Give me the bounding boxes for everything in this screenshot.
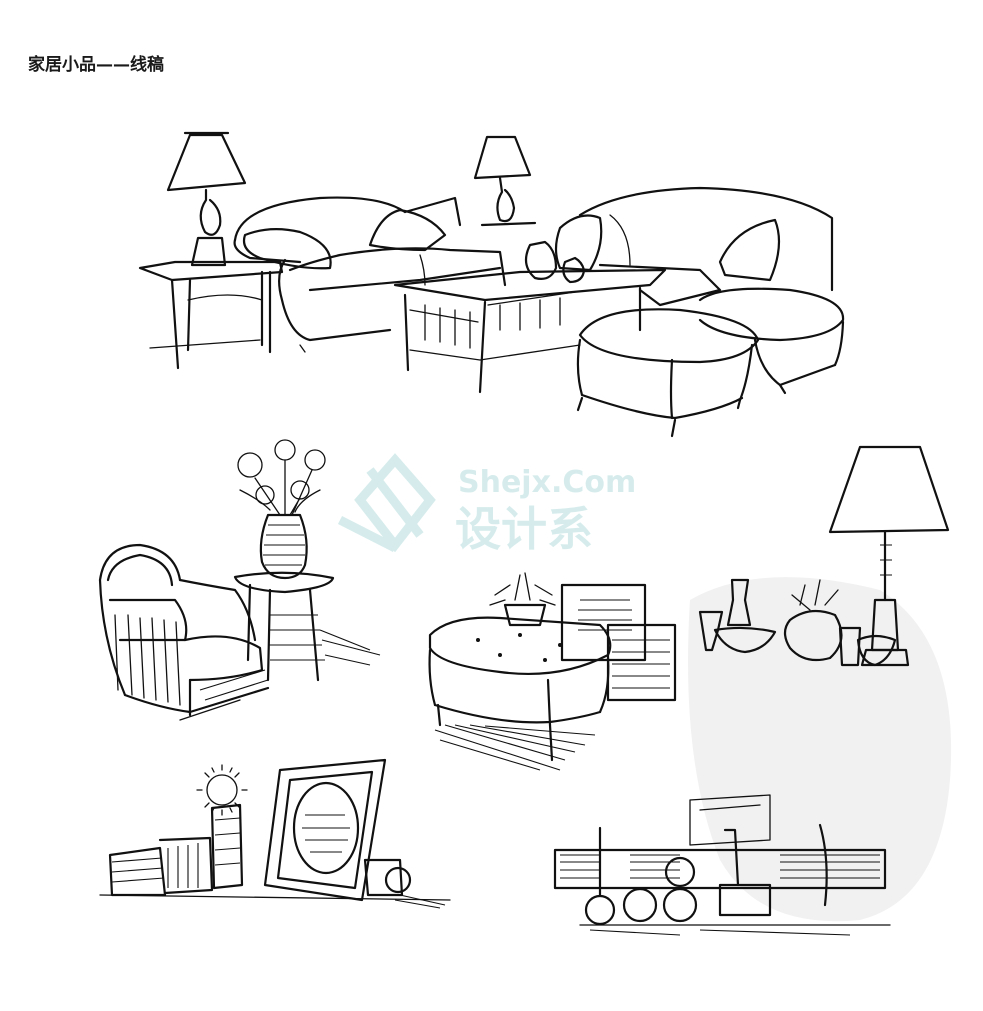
sofa-set-sketch xyxy=(138,131,845,438)
small-decor-objects xyxy=(99,858,451,909)
floor-lamp-vignette-sketch xyxy=(698,445,950,667)
shelf-band xyxy=(553,848,887,890)
tufted-ottoman xyxy=(428,616,612,771)
table-lamp-left xyxy=(166,131,247,267)
round-side-table xyxy=(233,571,381,682)
floor-lamp xyxy=(828,445,950,667)
page-title: 家居小品——线稿 xyxy=(28,55,164,75)
watermark-logo-icon xyxy=(337,453,436,553)
watermark: Shejx.Com 设计系 xyxy=(337,453,952,922)
sofa-sectional-right xyxy=(554,186,834,307)
ottoman-right xyxy=(698,287,845,395)
armchair xyxy=(98,543,270,721)
book-stack xyxy=(108,803,244,897)
flower-bouquet xyxy=(237,439,326,516)
armchair-sketch xyxy=(98,439,381,721)
flower-vase xyxy=(259,513,308,580)
framed-mirror xyxy=(263,758,387,902)
watermark-text-cn: 设计系 xyxy=(455,502,593,556)
watermark-text-en: Shejx.Com xyxy=(458,465,636,500)
coffee-table xyxy=(393,240,667,394)
table-lamp-right xyxy=(473,135,537,227)
shelf-objects xyxy=(579,823,891,936)
ottoman-vignette-sketch xyxy=(428,572,677,771)
hanging-frame xyxy=(689,794,771,846)
decor-vases xyxy=(698,578,897,667)
picture-frames xyxy=(560,583,677,702)
shelf-vignette-sketch xyxy=(553,794,891,936)
sofa xyxy=(233,196,507,353)
ottoman-front xyxy=(576,308,760,438)
watermark-seal-icon xyxy=(688,577,952,922)
side-table-left xyxy=(138,260,284,370)
books-frame-vignette-sketch xyxy=(99,758,451,909)
